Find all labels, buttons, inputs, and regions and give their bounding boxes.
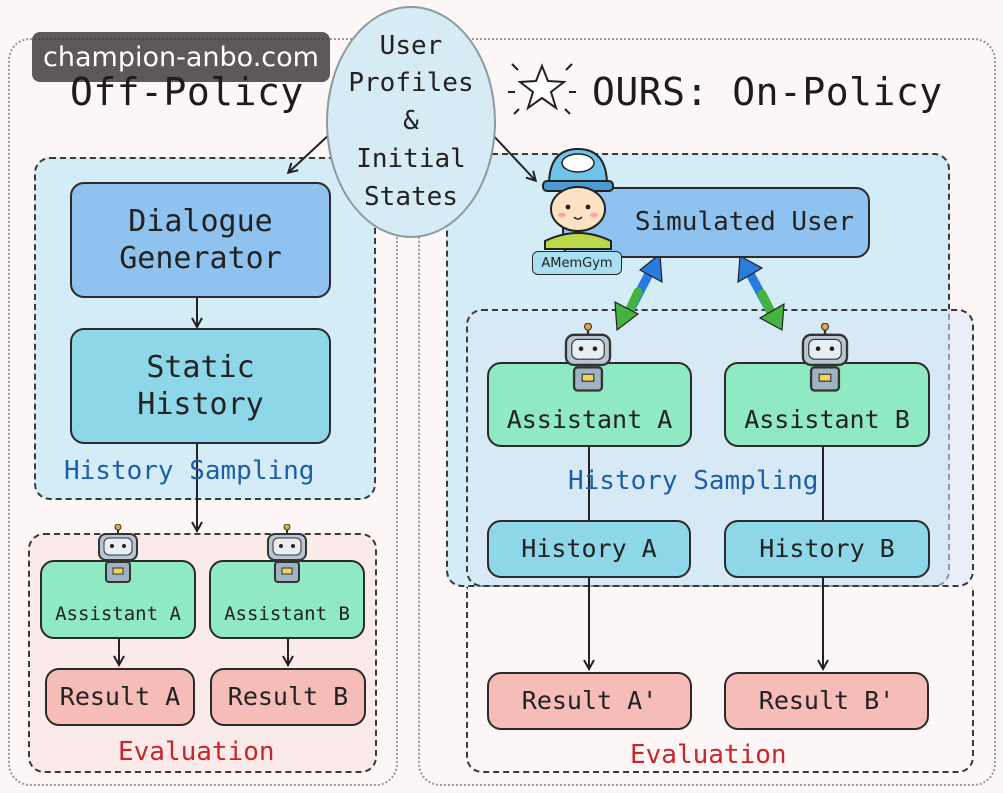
robot-icon [559, 323, 617, 393]
right-assistant-a-node: Assistant A [487, 362, 692, 447]
arrow-profiles-to-generator [289, 131, 333, 172]
robot-icon [796, 323, 854, 393]
user-profiles-text: User Profiles & Initial States [348, 30, 474, 212]
amemgym-tag: AMemGym [532, 251, 622, 275]
robot-icon [93, 524, 143, 584]
right-assistant-a-label: Assistant A [506, 404, 673, 434]
simulated-user-node: Simulated User [562, 187, 870, 258]
watermark-badge: champion-anbo.com [32, 32, 330, 82]
right-result-a-node: Result A' [487, 672, 692, 730]
left-result-b-node: Result B [210, 668, 366, 726]
double-arrow-b-icon [737, 255, 785, 331]
history-b-node: History B [724, 520, 930, 578]
on-policy-panel [418, 38, 996, 786]
double-arrow-a-icon [614, 252, 663, 332]
left-assistant-a-label: Assistant A [55, 603, 181, 626]
static-history-node: Static History [70, 328, 331, 444]
right-assistant-b-label: Assistant B [744, 404, 910, 434]
robot-icon [262, 524, 312, 584]
user-profiles-ellipse: User Profiles & Initial States [326, 6, 496, 238]
arrow-profiles-to-user [489, 131, 535, 180]
right-result-b-node: Result B' [724, 672, 929, 730]
left-evaluation-label: Evaluation [118, 737, 275, 767]
right-evaluation-region [466, 587, 974, 773]
on-policy-title: OURS: On-Policy [592, 70, 943, 114]
sparkle-icon [508, 63, 576, 115]
history-a-node: History A [487, 520, 691, 578]
right-evaluation-label: Evaluation [630, 740, 787, 770]
simulated-user-label: Simulated User [634, 207, 854, 238]
dialogue-generator-node: Dialogue Generator [70, 182, 331, 298]
off-policy-title: Off-Policy [70, 70, 304, 114]
left-assistant-b-label: Assistant B [224, 603, 350, 626]
user-avatar-icon [535, 143, 621, 251]
left-result-a-node: Result A [45, 668, 195, 726]
right-history-sampling-label: History Sampling [568, 466, 819, 496]
left-history-sampling-label: History Sampling [64, 456, 315, 486]
